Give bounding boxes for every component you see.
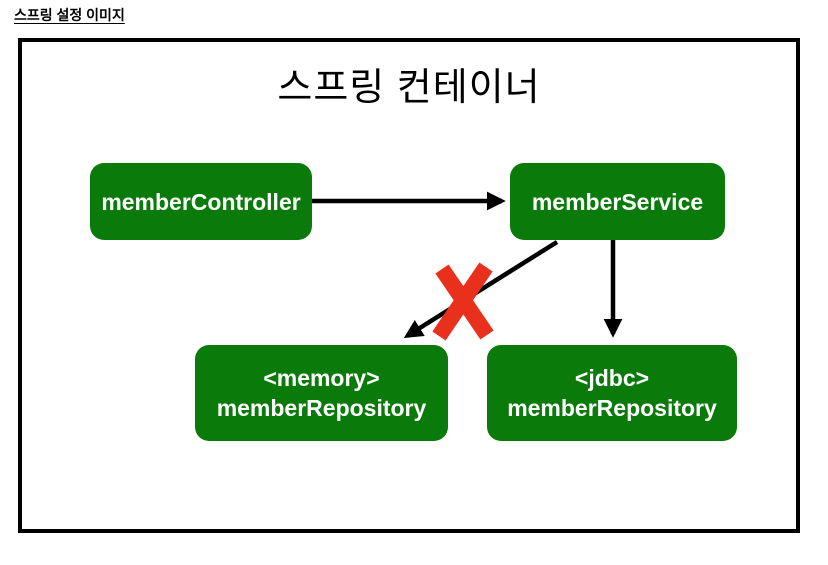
node-memory-member-repository: <memory> memberRepository xyxy=(195,345,448,441)
crossout-x-icon xyxy=(432,262,494,341)
node-member-controller: memberController xyxy=(90,163,312,240)
spring-container-box: 스프링 컨테이너 memberController memberService … xyxy=(18,38,800,533)
edges-layer xyxy=(312,191,623,341)
node-member-service: memberService xyxy=(510,163,725,240)
node-label-line2: memberRepository xyxy=(507,395,717,421)
node-jdbc-member-repository: <jdbc> memberRepository xyxy=(487,345,737,441)
node-label-line1: <jdbc> xyxy=(574,365,650,391)
container-title: 스프링 컨테이너 xyxy=(277,67,541,109)
edge-service-to-memory-repo xyxy=(403,240,559,339)
page-title: 스프링 설정 이미지 xyxy=(14,7,125,23)
node-label: memberController xyxy=(101,188,301,215)
node-label: memberService xyxy=(531,188,704,215)
node-label-line1: <memory> xyxy=(263,365,380,391)
node-label-line2: memberRepository xyxy=(216,395,427,421)
